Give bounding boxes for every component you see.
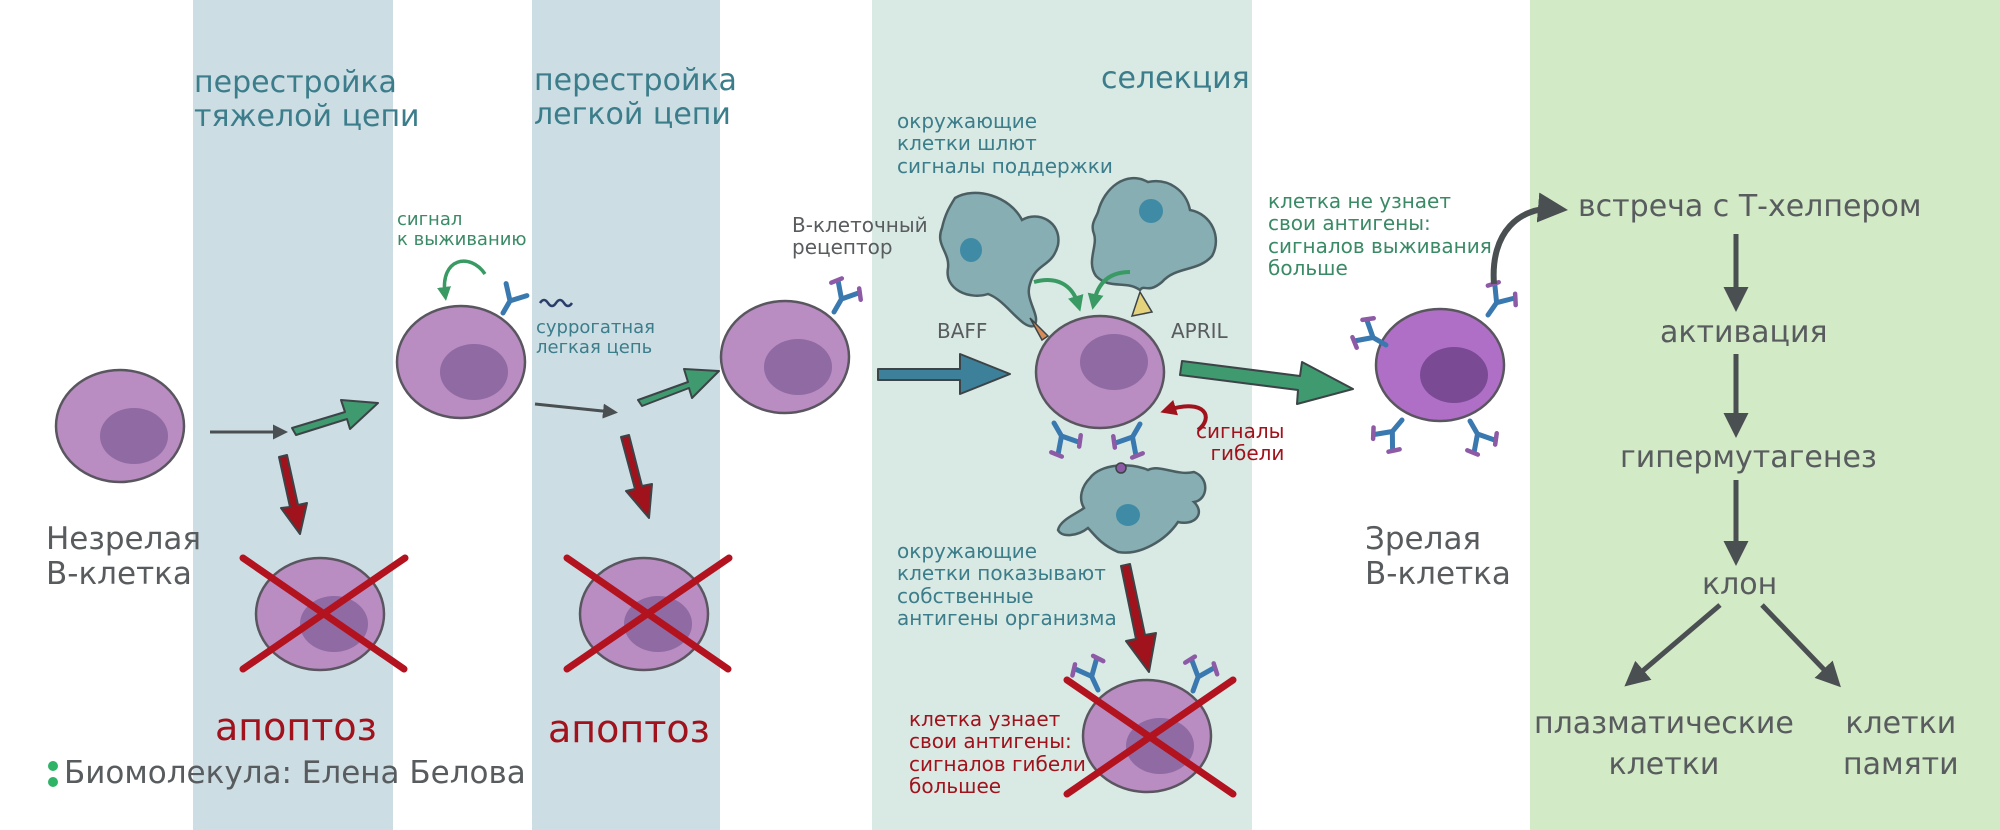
baff-ligand-icon bbox=[1029, 317, 1050, 342]
credit-text: Биомолекула: Елена Белова bbox=[64, 755, 526, 791]
arrow-red-light-apoptosis bbox=[620, 434, 653, 519]
hypermutation-step: гипермутагенез bbox=[1620, 440, 1877, 475]
selection-stage-title: селекция bbox=[1101, 61, 1250, 96]
surrogate-receptor-icon bbox=[500, 281, 530, 316]
apoptotic-cell-1 bbox=[239, 554, 409, 673]
support-cell-right bbox=[1090, 176, 1218, 292]
arrow-red-selection-death bbox=[1120, 563, 1157, 673]
support-cell-left-nucleus bbox=[960, 238, 982, 262]
arrow-green-heavy bbox=[291, 399, 379, 436]
arrow-green-light bbox=[637, 368, 720, 407]
band-activation bbox=[1530, 0, 2000, 830]
antigen-presenting-cell-nucleus bbox=[1116, 504, 1140, 526]
death-signal-arrow bbox=[1160, 399, 1208, 432]
apoptotic-cell-2 bbox=[563, 554, 733, 673]
arrow-green-to-mature bbox=[1179, 360, 1354, 405]
apoptotic-cell-3 bbox=[1063, 653, 1237, 798]
colon-dots-icon bbox=[48, 761, 58, 787]
support-arrow-right bbox=[1087, 270, 1131, 310]
selection-b-cell bbox=[1034, 314, 1166, 430]
t-helper-step: встреча с Т-хелпером bbox=[1578, 189, 1922, 224]
clone-step: клон bbox=[1702, 567, 1778, 602]
flow-arrow-plasma bbox=[1624, 603, 1722, 687]
survival-signal-arrow bbox=[437, 259, 487, 301]
apoptosis-label-1: апоптоз bbox=[215, 705, 377, 749]
surrogate-chain-squiggle bbox=[538, 298, 574, 308]
mature-b-cell bbox=[1349, 278, 1521, 458]
april-label: APRIL bbox=[1171, 319, 1228, 343]
baff-label: BAFF bbox=[937, 319, 988, 343]
arrow-pre-b-to-light bbox=[534, 402, 618, 419]
bcr-b-cell bbox=[719, 299, 851, 415]
activation-step: активация bbox=[1660, 315, 1828, 350]
pre-b-cell bbox=[395, 304, 527, 420]
band-light-chain bbox=[532, 0, 720, 830]
apoptosis-label-2: апоптоз bbox=[548, 707, 710, 751]
support-cell-right-nucleus bbox=[1139, 199, 1163, 223]
immature-b-cell bbox=[54, 368, 186, 484]
flow-arrow-memory bbox=[1760, 603, 1841, 688]
april-ligand-icon bbox=[1130, 290, 1154, 317]
support-arrow-left bbox=[1033, 278, 1084, 312]
arrow-red-heavy-apoptosis bbox=[278, 454, 308, 535]
arrow-blue-to-selection bbox=[877, 353, 1011, 395]
self-antigen-icon bbox=[1115, 462, 1127, 474]
arrow-mature-to-t-helper bbox=[1490, 192, 1568, 285]
